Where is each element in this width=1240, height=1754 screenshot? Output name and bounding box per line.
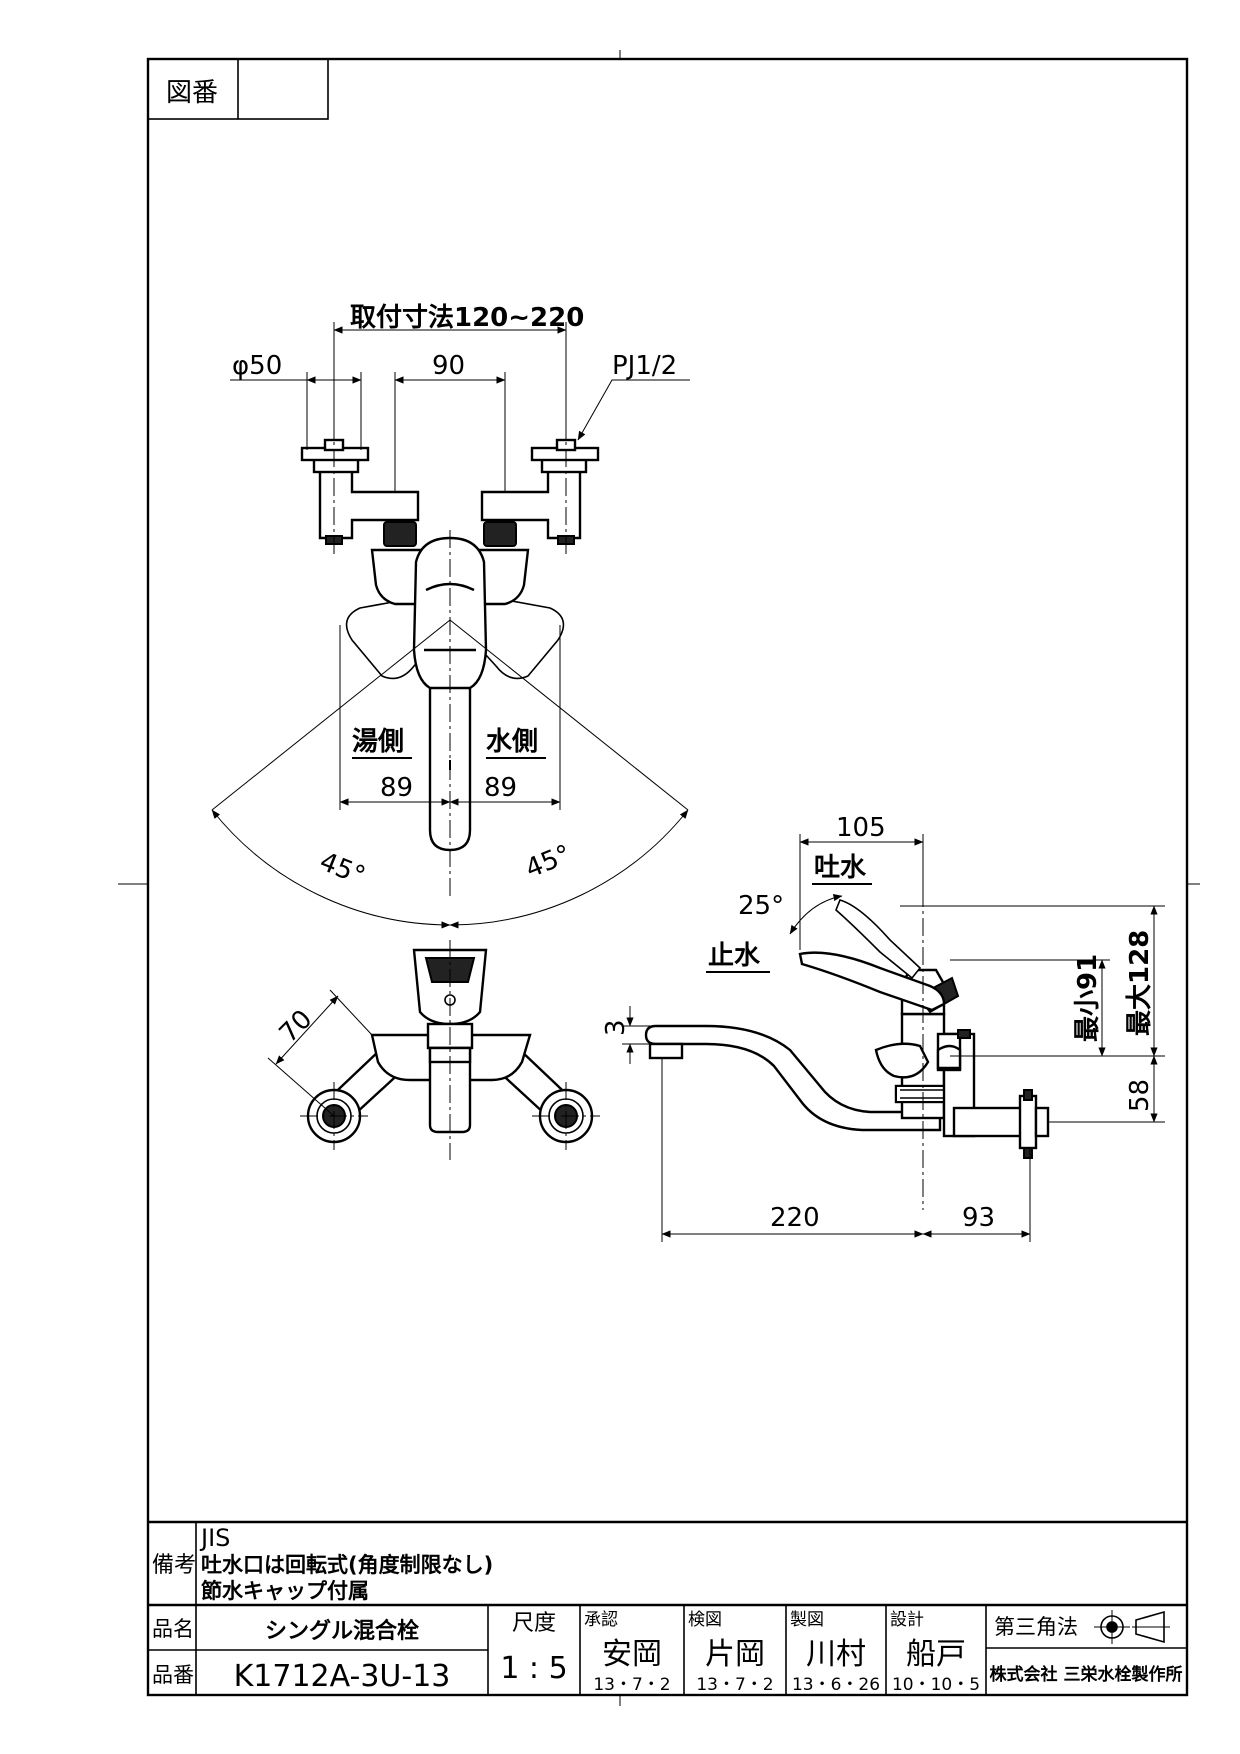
projection-label: 第三角法 <box>994 1615 1078 1639</box>
dim-220: 220 <box>770 1203 820 1233</box>
label-hot-side: 湯側 <box>352 727 404 757</box>
product-name-label: 品名 <box>152 1617 194 1641</box>
lever-side-open <box>835 899 922 980</box>
dim-min-91: 最小91 <box>1073 954 1103 1042</box>
approved-date: 13・7・2 <box>593 1675 670 1695</box>
dim-center-90: 90 <box>432 351 465 381</box>
dim-max-128: 最大128 <box>1125 930 1155 1036</box>
dim-93: 93 <box>962 1203 995 1233</box>
drawn-date: 13・6・26 <box>792 1675 880 1695</box>
drawn-label: 製図 <box>790 1610 824 1630</box>
company-name: 株式会社 三栄水栓製作所 <box>990 1664 1183 1685</box>
product-name-value: シングル混合栓 <box>265 1618 419 1644</box>
dim-hot-89: 89 <box>380 773 413 803</box>
dim-thread: PJ1/2 <box>612 351 677 381</box>
designed-label: 設計 <box>890 1610 924 1630</box>
lever-side-stop <box>798 951 946 1012</box>
approved-label: 承認 <box>584 1610 618 1630</box>
note-line-1: JIS <box>199 1524 230 1552</box>
dim-70: 70 <box>274 1004 319 1049</box>
dim-angle-25: 25° <box>738 891 784 921</box>
approved-name: 安岡 <box>602 1637 662 1672</box>
product-number-value: K1712A-3U-13 <box>234 1659 451 1694</box>
spout-side <box>644 1024 942 1132</box>
dim-105: 105 <box>836 813 886 843</box>
drawing-number-label: 図番 <box>166 78 218 108</box>
checked-name: 片岡 <box>705 1637 765 1672</box>
dim-58: 58 <box>1125 1079 1155 1112</box>
drawn-name: 川村 <box>806 1637 866 1672</box>
scale-value: 1 : 5 <box>500 1651 567 1686</box>
label-cold-side: 水側 <box>486 727 538 757</box>
third-angle-projection-icon <box>1094 1610 1170 1644</box>
label-stop-water: 止水 <box>708 941 761 971</box>
drawing-frame <box>118 50 1200 1706</box>
checked-label: 検図 <box>688 1610 722 1630</box>
notes-label: 備考 <box>152 1553 196 1578</box>
designed-date: 10・10・5 <box>892 1675 980 1695</box>
product-number-label: 品番 <box>152 1663 194 1687</box>
side-view: 105 吐水 25° 止水 3 最小91 最大128 58 220 93 <box>601 813 1165 1242</box>
note-line-3: 節水キャップ付属 <box>201 1579 369 1603</box>
dim-angle-left: 45° <box>315 847 369 892</box>
scale-label: 尺度 <box>512 1611 556 1636</box>
dim-angle-right: 45° <box>521 839 575 884</box>
title-block: 品名 シングル混合栓 品番 K1712A-3U-13 尺度 1 : 5 承認 安… <box>148 1603 1187 1695</box>
dim-diameter: φ50 <box>232 351 282 381</box>
designed-name: 船戸 <box>906 1637 966 1672</box>
label-spout-open: 吐水 <box>814 853 867 883</box>
drawing-number-box: 図番 <box>147 58 329 120</box>
dim-3: 3 <box>601 1019 631 1036</box>
checked-date: 13・7・2 <box>696 1675 773 1695</box>
notes-block: 備考 JIS 吐水口は回転式(角度制限なし) 節水キャップ付属 <box>148 1520 1187 1605</box>
bottom-view: 70 <box>267 940 600 1160</box>
front-view: 取付寸法120~220 φ50 90 PJ1/2 89 89 湯側 水側 45°… <box>211 303 690 929</box>
note-line-2: 吐水口は回転式(角度制限なし) <box>201 1553 493 1577</box>
dim-cold-89: 89 <box>484 773 517 803</box>
dim-mount-pitch: 取付寸法120~220 <box>350 303 584 333</box>
